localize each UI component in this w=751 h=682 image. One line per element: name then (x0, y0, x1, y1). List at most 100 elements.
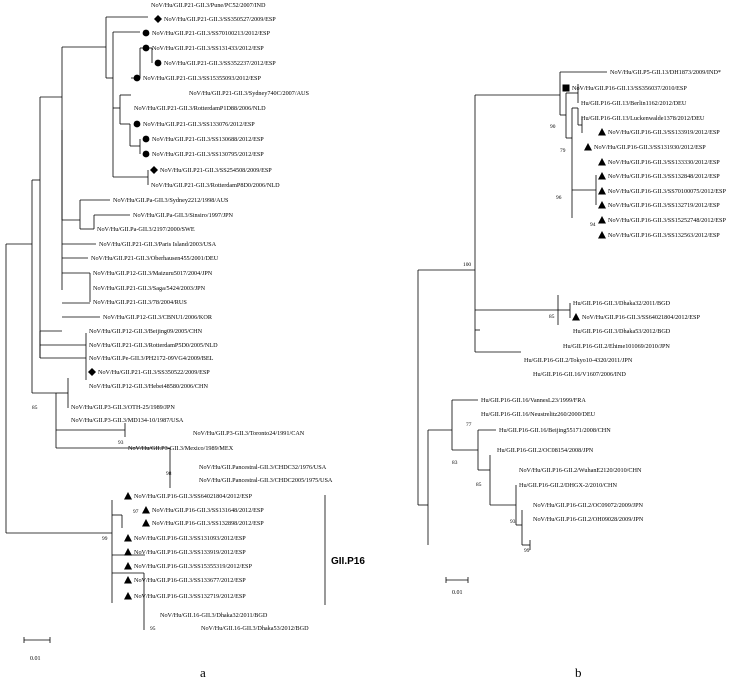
triangle-marker (124, 534, 132, 542)
triangle-marker (598, 187, 606, 195)
tree-a-leaves: NoV/Hu/GII.P21-GII.3/Pune/PC52/2007/INDN… (71, 2, 333, 632)
leaf-label-b: NoV/Hu/GII.P16-GII.3/SS133919/2012/ESP (608, 129, 720, 136)
bootstrap-value: 100 (463, 262, 471, 268)
leaf-label-a: NoV/Hu/GII.P3-GII.3/Toronto24/1991/CAN (193, 430, 305, 437)
leaf-label-a: NoV/Hu/GII.P21-GII.3/78/2004/RUS (93, 299, 187, 306)
circle-marker (133, 74, 141, 82)
leaf-label-a: NoV/Hu/GII.Pancestral-GII.3/CHDC32/1976/… (199, 464, 327, 471)
panel-label-b: b (575, 665, 582, 680)
leaf-label-a: NoV/Hu/GII.P21-GII.3/SS130688/2012/ESP (152, 136, 264, 143)
leaf-label-a: NoV/Hu/GII.Pe-GII.3/PH2172-09VG4/2009/BE… (89, 355, 214, 362)
bootstrap-value: 83 (452, 460, 458, 466)
bootstrap-value: 95 (150, 626, 156, 632)
leaf-label-b: Hu/GII.P16-GII.16/Neustrelitz260/2000/DE… (481, 411, 596, 418)
bootstrap-value: 85 (549, 314, 555, 320)
leaf-label-b: NoV/Hu/GII.P16-GII.2/WuhanE2120/2010/CHN (519, 467, 642, 474)
leaf-label-a: NoV/Hu/GII.P21-GII.3/SS130795/2012/ESP (152, 151, 264, 158)
group-label-gii-p16: GII.P16 (331, 556, 365, 567)
bootstrap-value: 98 (166, 471, 172, 477)
tree-a-branches (5, 16, 326, 630)
leaf-label-a: NoV/Hu/GII.P21-GII.3/Oberhausen455/2001/… (91, 255, 219, 262)
leaf-label-b: Hu/GII.P16-GII.16/V1607/2006/IND (533, 371, 626, 378)
leaf-label-b: NoV/Hu/GII.P16-GII.3/SS70100075/2012/ESP (608, 188, 726, 195)
leaf-label-a: NoV/Hu/GII.P3-GII.3/MD134-10/1987/USA (71, 417, 184, 424)
leaf-label-a: NoV/Hu/GII.Pa-GII.3/Sinsiro/1997/JPN (133, 212, 234, 219)
triangle-marker (598, 172, 606, 180)
leaf-label-a: NoV/Hu/GII.P3-GII.3/Mexico/1989/MEX (128, 445, 234, 452)
leaf-label-a: NoV/Hu/GII.Pa-GII.3/2197/2000/SWE (97, 226, 195, 233)
leaf-label-b: Hu/GII.P16-GII.16/VannesL23/1999/FRA (481, 397, 586, 404)
scale-label-b: 0.01 (452, 590, 463, 596)
leaf-label-a: NoV/Hu/GII.P3-GII.3/OTH-25/1989/JPN (71, 404, 175, 411)
diamond-marker (150, 166, 158, 174)
leaf-label-a: NoV/Hu/GII.P21-GII.3/RotterdamP5D0/2005/… (89, 342, 218, 349)
leaf-label-b: Hu/GII.P16-GII.3/Dhaka53/2012/BGD (573, 328, 671, 335)
bootstrap-value: 79 (560, 148, 566, 154)
triangle-marker (124, 592, 132, 600)
leaf-label-a: NoV/Hu/GII.P21-GII.3/SS131433/2012/ESP (152, 45, 264, 52)
leaf-label-b: Hu/GII.P16-GII.2/DHGX-2/2010/CHN (519, 482, 617, 489)
tree-b-leaves: NoV/Hu/GII.P5-GII.13/DH1873/2009/IND*NoV… (481, 69, 726, 523)
leaf-label-b: NoV/Hu/GII.P16-GII.3/SS64021804/2012/ESP (582, 314, 700, 321)
tree-b-branches (417, 71, 607, 550)
leaf-label-b: NoV/Hu/GII.P16-GII.3/SS132563/2012/ESP (608, 232, 720, 239)
leaf-label-b: NoV/Hu/GII.P16-GII.2/OH09028/2009/JPN (533, 516, 644, 523)
triangle-marker (124, 548, 132, 556)
leaf-label-b: Hu/GII.P16-GII.13/Luckenwalde1378/2012/D… (581, 115, 705, 122)
leaf-label-a: NoV/Hu/GII.P21-GII.3/Sydney740C/2007/AUS (189, 90, 310, 97)
leaf-label-a: NoV/Hu/GII.P16-GII.3/SS132719/2012/ESP (134, 593, 246, 600)
leaf-label-a: NoV/Hu/GII.P16-GII.3/SS133677/2012/ESP (134, 577, 246, 584)
circle-marker (142, 150, 150, 158)
leaf-label-a: NoV/Hu/GII.Pancestral-GII.3/CHDC2005/197… (199, 477, 333, 484)
circle-marker (142, 44, 150, 52)
leaf-label-a: NoV/Hu/GII.P21-GII.3/Paris Island/2003/U… (99, 241, 217, 248)
leaf-label-a: NoV/Hu/GII.P21-GII.3/SS254508/2009/ESP (160, 167, 272, 174)
circle-marker (142, 29, 150, 37)
bootstrap-value: 97 (133, 509, 139, 515)
leaf-label-a: NoV/Hu/GII.P16-GII.3/SS131093/2012/ESP (134, 535, 246, 542)
triangle-marker (598, 201, 606, 209)
leaf-label-a: NoV/Hu/GII.P16-GII.3/SS133919/2012/ESP (134, 549, 246, 556)
leaf-label-b: NoV/Hu/GII.P16-GII.3/SS131930/2012/ESP (594, 144, 706, 151)
tree-panel-a: NoV/Hu/GII.P21-GII.3/Pune/PC52/2007/INDN… (5, 2, 365, 680)
bootstrap-value: 94 (590, 222, 596, 228)
bootstrap-value: 93 (510, 519, 516, 525)
scale-label-a: 0.01 (30, 656, 41, 662)
circle-marker (154, 59, 162, 67)
bootstrap-value: 93 (118, 440, 124, 446)
leaf-label-a: NoV/Hu/GII.P12-GII.3/Beijing09/2005/CHN (89, 328, 203, 335)
leaf-label-b: Hu/GII.P16-GII.2/Tokyo10-4320/2011/JPN (524, 357, 633, 364)
leaf-label-a: NoV/Hu/GII.P12-GII.3/Hebei48580/2006/CHN (89, 383, 208, 390)
triangle-marker (124, 576, 132, 584)
leaf-label-b: Hu/GII.P16-GII.3/Dhaka32/2011/BGD (573, 300, 671, 307)
leaf-label-a: NoV/Hu/GII.P21-GII.3/Saga/5424/2003/JPN (93, 285, 206, 292)
triangle-marker (598, 158, 606, 166)
leaf-label-a: NoV/Hu/GII.P21-GII.3/SS133076/2012/ESP (143, 121, 255, 128)
leaf-label-b: NoV/Hu/GII.P16-GII.2/OC09072/2009/JPN (533, 502, 644, 509)
diamond-marker (154, 15, 162, 23)
leaf-label-a: NoV/Hu/GII.P16-GII.3/SS131648/2012/ESP (152, 507, 264, 514)
triangle-marker (142, 506, 150, 514)
leaf-label-a: NoV/Hu/GII.16-GII.3/Dhaka32/2011/BGD (160, 612, 268, 619)
leaf-label-a: NoV/Hu/GII.P21-GII.3/SS352237/2012/ESP (164, 60, 276, 67)
leaf-label-a: NoV/Hu/GII.P21-GII.3/SS350527/2009/ESP (164, 16, 276, 23)
leaf-label-b: NoV/Hu/GII.P16-GII.3/SS132719/2012/ESP (608, 202, 720, 209)
bootstrap-value: 85 (476, 482, 482, 488)
bootstrap-value: 99 (524, 548, 530, 554)
leaf-label-b: NoV/Hu/GII.P16-GII.3/SS132848/2012/ESP (608, 173, 720, 180)
triangle-marker (142, 519, 150, 527)
leaf-label-a: NoV/Hu/GII.P16-GII.3/SS132898/2012/ESP (152, 520, 264, 527)
leaf-label-b: NoV/Hu/GII.P16-GII.3/SS133330/2012/ESP (608, 159, 720, 166)
leaf-label-a: NoV/Hu/GII.P16-GII.3/SS15355319/2012/ESP (134, 563, 252, 570)
leaf-label-b: Hu/GII.P16-GII.2/Ehime101069/2010/JPN (563, 343, 670, 350)
bootstrap-value: 77 (466, 422, 472, 428)
leaf-label-b: NoV/Hu/GII.P16-GII.3/SS15252748/2012/ESP (608, 217, 726, 224)
circle-marker (142, 135, 150, 143)
triangle-marker (598, 231, 606, 239)
triangle-marker (572, 313, 580, 321)
leaf-label-b: Hu/GII.P16-GII.16/Beijing55171/2008/CHN (499, 427, 611, 434)
diamond-marker (88, 368, 96, 376)
leaf-label-b: Hu/GII.P16-GII.13/Berlin1162/2012/DEU (581, 100, 687, 107)
